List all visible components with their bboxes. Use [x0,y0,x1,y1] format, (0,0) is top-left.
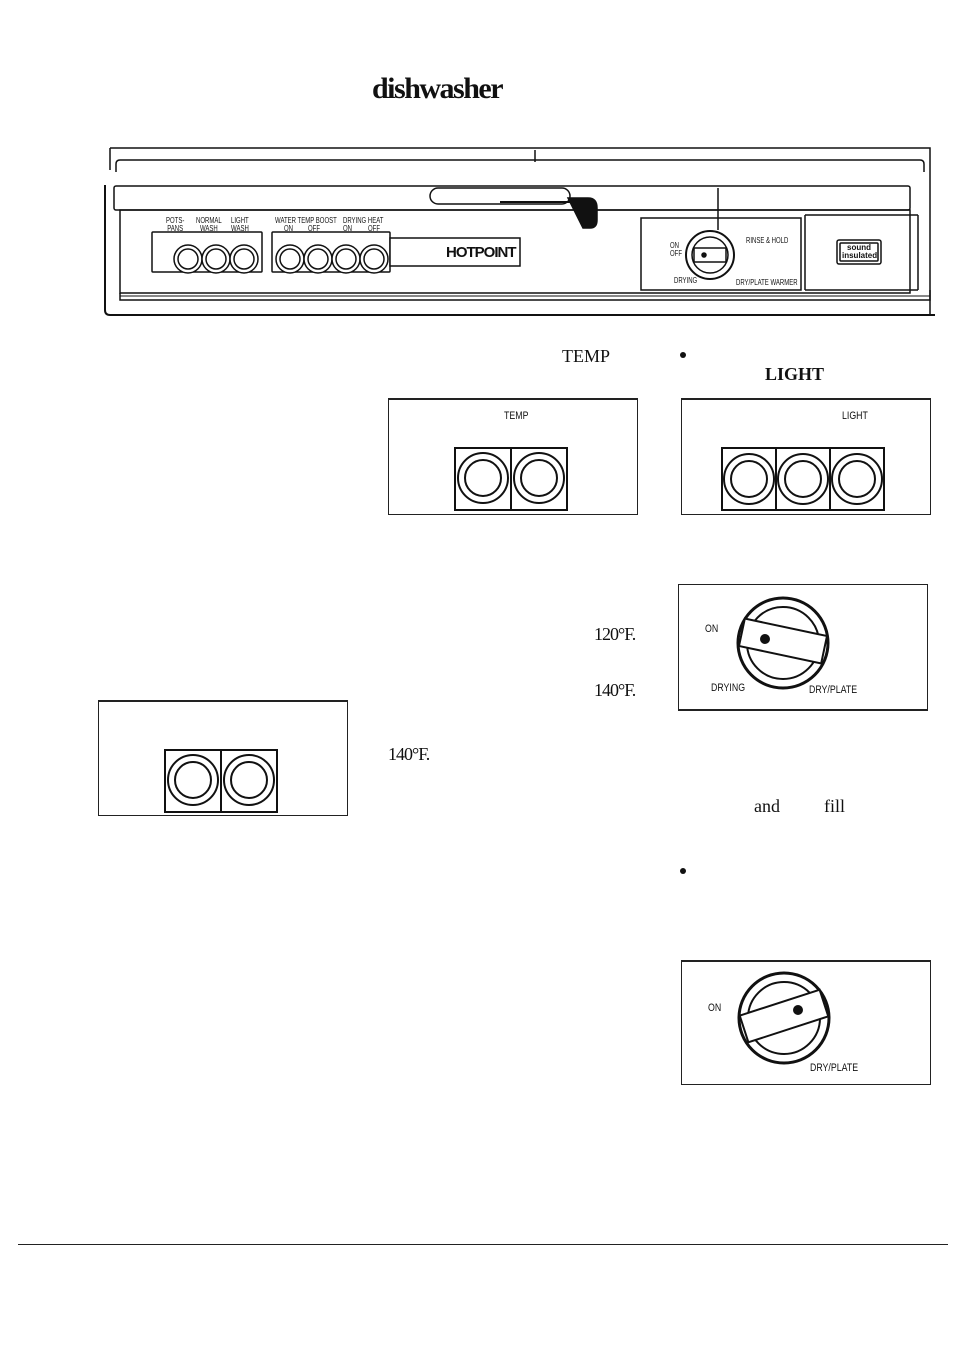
temp-140-text-right: 140°F. [594,680,636,700]
light-heading: LIGHT [765,364,825,384]
dial2-dryplate-label: DRY/PLATE [810,1062,859,1074]
dial-figure-drying: ON DRYING DRY/PLATE [678,584,928,711]
bullet [680,352,686,358]
dial1-on-label: ON [705,623,719,635]
dial1-dryplate-label: DRY/PLATE [809,684,858,696]
brand-logo: HOTPOINT [446,244,516,261]
temp-heading: TEMP [562,346,611,366]
temp-140-text-left: 140°F. [388,744,430,764]
dial-off-label: OFF [670,249,682,258]
boost-buttons-figure [98,700,348,816]
dial-dry-plate-warmer-label: DRY/PLATE WARMER [736,278,798,287]
drying-heat-label: DRYING HEAT [343,216,384,225]
dial-on-label: ON [670,241,679,250]
dial2-on-label: ON [708,1002,722,1014]
temp-box-label: TEMP [504,410,529,422]
dial1-drying-label: DRYING [711,682,746,694]
footer-rule [18,1244,948,1245]
water-temp-off-label: OFF [308,224,320,233]
temp-buttons-figure: TEMP [388,398,638,515]
drying-heat-on-label: ON [343,224,352,233]
water-temp-boost-label: WATER TEMP BOOST [275,216,337,225]
dial-figure-dryplate: ON DRY/PLATE [681,960,931,1085]
boost-buttons-drawing [164,749,278,813]
word-fill: fill [824,796,845,816]
light-buttons-drawing [721,447,885,511]
bullet [680,868,686,874]
page-title: dishwasher [372,72,504,105]
water-temp-on-label: ON [284,224,293,233]
dial-rinse-hold-label: RINSE & HOLD [746,236,789,245]
temp-buttons-drawing [454,447,568,511]
word-and: and [754,796,780,816]
drying-heat-off-label: OFF [368,224,380,233]
temp-120-text: 120°F. [594,624,636,644]
light-box-label: LIGHT [842,410,868,422]
option-pots-pans-label: POTS-PANS [166,216,185,233]
dial2-drawing [737,971,831,1065]
light-buttons-figure: LIGHT [681,398,931,515]
control-panel-drawing [104,147,935,316]
dial-drying-label: DRYING [674,276,698,285]
dial1-drawing [736,596,830,690]
